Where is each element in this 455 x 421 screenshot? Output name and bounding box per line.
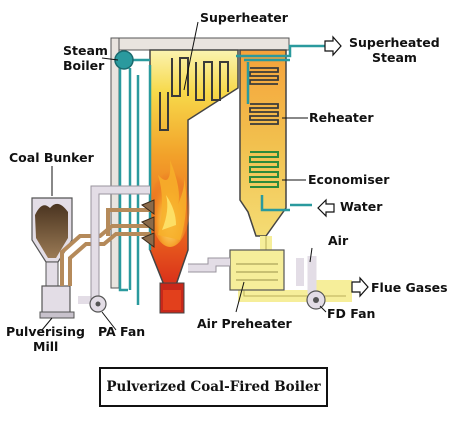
superheated-steam-arrow xyxy=(324,35,342,57)
burners xyxy=(141,199,155,248)
flue-gases-arrow xyxy=(351,276,369,298)
pulverising-mill-label-1: Pulverising xyxy=(6,324,85,339)
secondary-air-duct xyxy=(188,258,304,286)
superheated-steam-label-2: Steam xyxy=(372,50,417,65)
boiler-casing xyxy=(110,37,290,289)
reheater-label: Reheater xyxy=(309,110,374,125)
economiser-label: Economiser xyxy=(308,172,390,187)
flue-gases-label: Flue Gases xyxy=(371,280,448,295)
air-label: Air xyxy=(328,233,349,248)
leader-lines xyxy=(41,21,327,331)
diagram-caption: Pulverized Coal-Fired Boiler xyxy=(106,379,321,395)
superheater-coils xyxy=(159,57,229,131)
water-label: Water xyxy=(340,199,383,214)
steam-boiler-label-2: Boiler xyxy=(63,58,105,73)
ash-hopper xyxy=(159,282,185,314)
furnace xyxy=(149,49,239,286)
coal-bunker-label: Coal Bunker xyxy=(9,150,95,165)
air-preheater-label: Air Preheater xyxy=(197,316,293,331)
caption-box: Pulverized Coal-Fired Boiler xyxy=(99,367,328,407)
air-preheater xyxy=(229,249,285,291)
superheated-steam-label-1: Superheated xyxy=(349,35,440,50)
fd-fan xyxy=(306,290,326,310)
superheater-label: Superheater xyxy=(200,10,289,25)
steam-boiler-label-1: Steam xyxy=(63,43,108,58)
pulverising-mill xyxy=(39,285,75,319)
water-arrow xyxy=(317,198,335,218)
coal-bunker xyxy=(31,197,73,287)
pa-fan-label: PA Fan xyxy=(98,324,145,339)
primary-air-duct-outline xyxy=(90,185,150,300)
pa-fan xyxy=(89,295,107,313)
fd-fan-label: FD Fan xyxy=(327,306,375,321)
pulverising-mill-label-2: Mill xyxy=(33,339,58,354)
economiser-coils xyxy=(249,151,279,188)
reheater-coils xyxy=(249,67,279,125)
secondary-air-outline xyxy=(188,257,230,273)
